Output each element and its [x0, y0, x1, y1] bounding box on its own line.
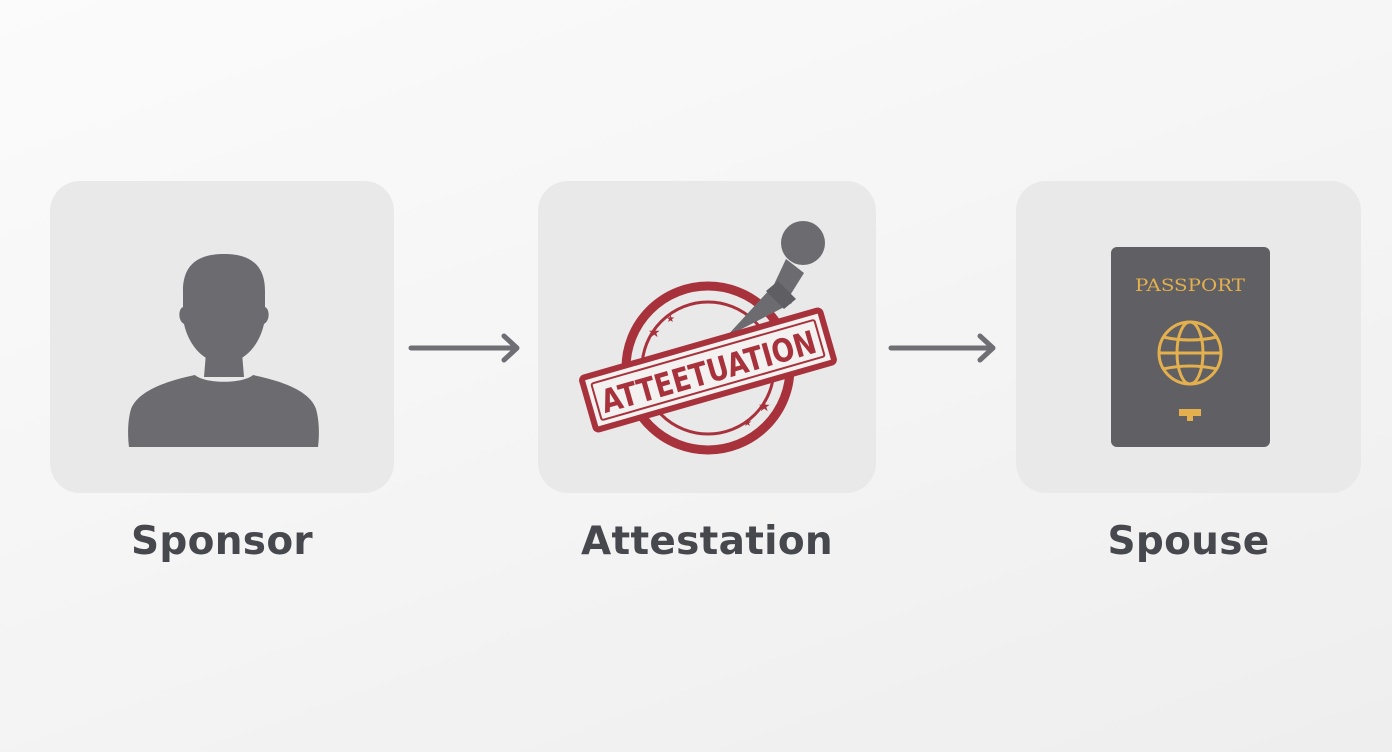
- step-label-sponsor: Sponsor: [131, 519, 313, 564]
- svg-text:★: ★: [666, 314, 675, 325]
- step-tile-spouse: PASSPORT: [1016, 181, 1361, 493]
- arrow-right-icon: [888, 333, 996, 363]
- step-tile-sponsor: [50, 181, 394, 493]
- svg-text:★: ★: [648, 325, 661, 341]
- person-silhouette-icon: [128, 254, 319, 447]
- stamp-handle-icon: [726, 221, 825, 337]
- globe-icon: [1157, 320, 1223, 386]
- step-tile-attestation: ★ ★ ★ ★ ATTEETUATION: [538, 181, 876, 493]
- step-label-attestation: Attestation: [581, 519, 833, 564]
- passport-title: PASSPORT: [1135, 276, 1246, 296]
- passport-icon: PASSPORT: [1111, 247, 1270, 447]
- svg-text:★: ★: [743, 418, 752, 429]
- arrow-right-icon: [408, 333, 520, 363]
- biometric-chip-icon: [1179, 409, 1201, 421]
- step-label-spouse: Spouse: [1107, 519, 1270, 564]
- svg-text:★: ★: [758, 399, 771, 415]
- attestation-stamp-icon: ★ ★ ★ ★ ATTEETUATION: [579, 221, 837, 455]
